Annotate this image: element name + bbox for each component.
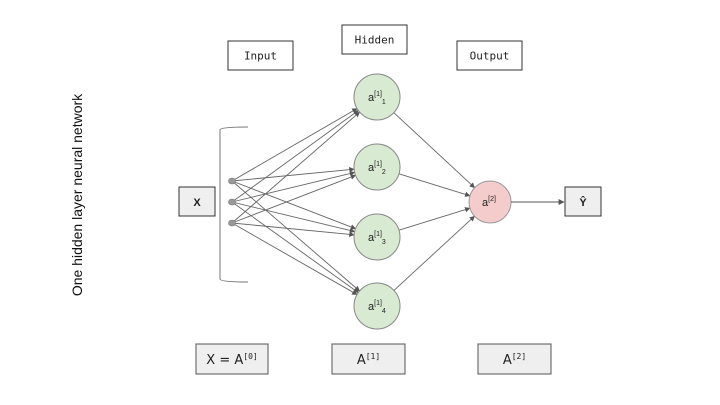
- input-header-box: Input: [227, 40, 294, 71]
- output-node-sup: [2]: [488, 196, 496, 203]
- output-yhat-label: Ŷ: [579, 196, 587, 209]
- edge-input-1-to-hidden-3: [231, 180, 357, 230]
- hidden-node-3-sup: [1]: [374, 231, 382, 238]
- hidden-node-2-base: a: [368, 162, 375, 174]
- hidden-node-1-base: a: [368, 92, 375, 104]
- input-x-box: X: [178, 186, 216, 217]
- hidden-node-3-sub: 3: [382, 239, 386, 246]
- input-x-label: X: [193, 197, 201, 209]
- output-node-base: a: [482, 197, 489, 209]
- svg-text:X = A[0]: X = A[0]: [206, 352, 257, 368]
- edge-hidden-3-to-output: [398, 207, 471, 231]
- edge-input-2-to-hidden-1: [231, 110, 359, 203]
- hidden-layer: a[1]1 a[1]2 a[1]3 a[1]4: [353, 73, 401, 330]
- output-header-box: Output: [456, 40, 523, 71]
- hidden-node-1-sup: [1]: [374, 91, 382, 98]
- edge-input-2-to-hidden-3: [231, 201, 356, 234]
- edge-input-2-to-hidden-2: [231, 170, 356, 203]
- hidden-node-4-base: a: [368, 301, 375, 313]
- svg-text:a[1]2: a[1]2: [368, 161, 386, 176]
- input-nodes: [228, 177, 236, 227]
- hidden-header-box: Hidden: [341, 24, 408, 55]
- edge-input-3-to-hidden-3: [231, 222, 355, 238]
- hidden-node-3-base: a: [368, 232, 375, 244]
- input-to-hidden-edges: [231, 108, 361, 295]
- activation-box-a0: X = A[0]: [195, 343, 269, 375]
- svg-text:a[1]3: a[1]3: [368, 231, 386, 246]
- activation-a1-base: A: [357, 353, 366, 368]
- hidden-node-3: a[1]3: [353, 213, 401, 261]
- edge-input-1-to-hidden-1: [231, 108, 358, 182]
- hidden-node-4-sup: [1]: [374, 300, 382, 307]
- activation-a1-sup: [1]: [366, 352, 380, 361]
- edge-input-3-to-hidden-2: [231, 174, 357, 224]
- input-node-3: [228, 219, 236, 227]
- input-node-1: [228, 177, 236, 185]
- output-yhat-box: Ŷ: [564, 186, 602, 217]
- svg-text:A[2]: A[2]: [503, 352, 526, 368]
- edge-hidden-1-to-output: [393, 112, 476, 189]
- svg-text:A[1]: A[1]: [357, 352, 380, 368]
- svg-text:a[1]1: a[1]1: [368, 91, 386, 106]
- activation-a2-base: A: [503, 353, 512, 368]
- output-node: a[2]: [468, 180, 512, 224]
- activation-box-a1: A[1]: [331, 343, 406, 375]
- activation-a2-sup: [2]: [512, 352, 526, 361]
- edge-input-1-to-hidden-4: [231, 180, 360, 292]
- hidden-node-4-sub: 4: [382, 308, 386, 315]
- edge-input-3-to-hidden-4: [231, 222, 358, 295]
- edge-hidden-2-to-output: [398, 173, 471, 197]
- hidden-node-1-sub: 1: [382, 99, 386, 106]
- input-header-label: Input: [244, 50, 277, 63]
- activation-box-a2: A[2]: [477, 343, 552, 375]
- svg-text:a[2]: a[2]: [482, 196, 496, 209]
- hidden-node-2: a[1]2: [353, 143, 401, 191]
- hidden-node-1: a[1]1: [353, 73, 401, 121]
- svg-text:a[1]4: a[1]4: [368, 300, 386, 315]
- activation-a0-sup: [0]: [243, 352, 257, 361]
- edge-hidden-4-to-output: [393, 215, 475, 291]
- hidden-header-label: Hidden: [355, 34, 395, 47]
- output-header-label: Output: [470, 50, 510, 63]
- edge-input-2-to-hidden-4: [231, 201, 359, 293]
- edge-input-3-to-hidden-1: [231, 111, 361, 224]
- hidden-node-2-sup: [1]: [374, 161, 382, 168]
- diagram-title: One hidden layer neural network: [69, 93, 85, 296]
- edge-input-1-to-hidden-2: [231, 166, 355, 182]
- hidden-node-2-sub: 2: [382, 169, 386, 176]
- hidden-node-4: a[1]4: [353, 282, 401, 330]
- input-node-2: [228, 198, 236, 206]
- input-bracket: [219, 126, 249, 283]
- activation-a0-base: X = A: [206, 353, 243, 368]
- hidden-to-output-edges: [393, 112, 476, 291]
